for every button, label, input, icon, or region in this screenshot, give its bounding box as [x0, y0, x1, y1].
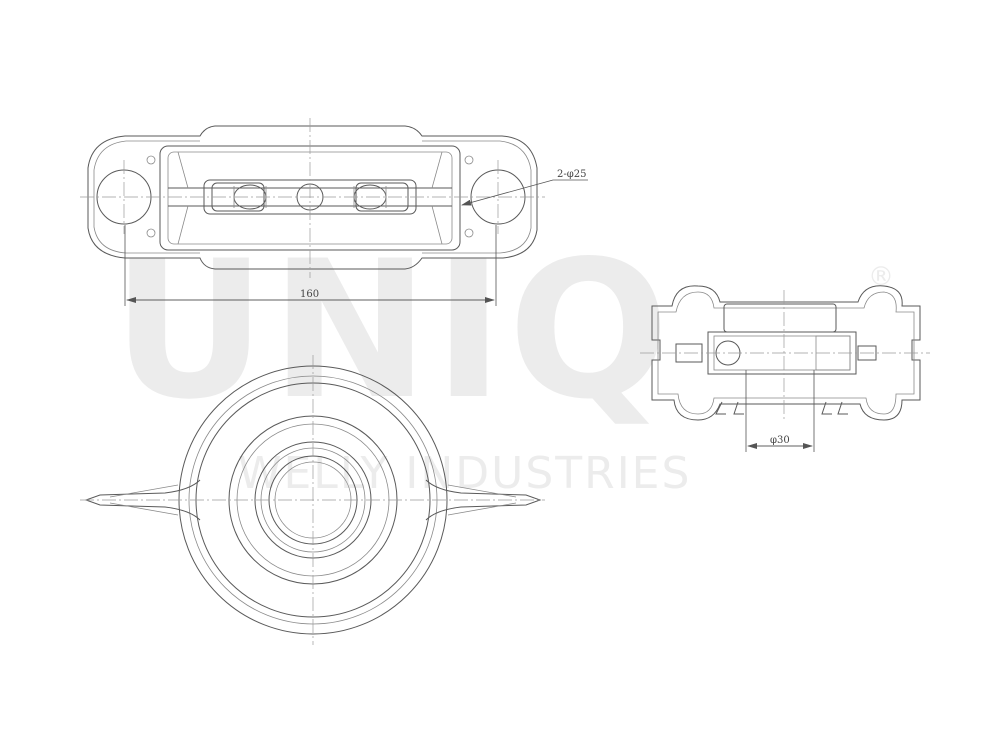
front-view	[80, 355, 545, 645]
length-label: 160	[300, 289, 319, 300]
holes-label: 2-φ25	[557, 169, 586, 180]
bore-dimension: φ30	[745, 370, 815, 452]
length-dimension: 160	[124, 225, 497, 306]
section-view	[640, 285, 930, 421]
bore-label: φ30	[770, 435, 790, 446]
holes-callout: 2-φ25	[461, 169, 588, 206]
top-view	[80, 118, 545, 278]
watermark-logo: UNIQ	[112, 220, 674, 441]
